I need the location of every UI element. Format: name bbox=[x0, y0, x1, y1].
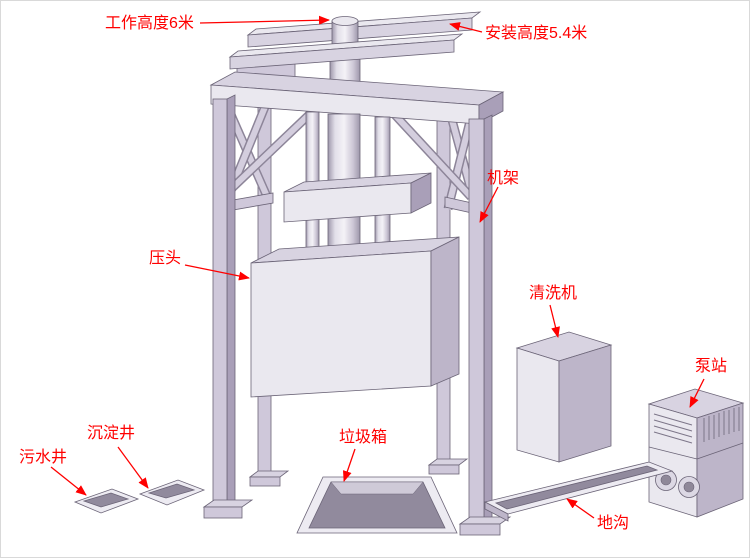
label-pump-station: 泵站 bbox=[695, 357, 727, 375]
front-left-leg bbox=[212, 98, 228, 512]
label-trench: 地沟 bbox=[597, 514, 629, 532]
sewage-pit bbox=[73, 488, 140, 514]
rear-right-foot-top bbox=[427, 458, 469, 466]
arrow-sewage-well bbox=[50, 466, 87, 496]
rear-right-foot bbox=[428, 464, 460, 475]
annotations: 工作高度6米 安装高度5.4米 机架 压头 清洗机 泵站 沉淀井 污水井 垃圾箱… bbox=[19, 14, 727, 532]
front-right-leg bbox=[468, 118, 485, 527]
arrow-press-head bbox=[184, 264, 250, 281]
arrow-settling-well bbox=[117, 446, 149, 489]
sewage-pit-hole bbox=[82, 492, 130, 508]
arrow-garbage-bin bbox=[342, 448, 356, 482]
arrow-working-height bbox=[199, 15, 330, 25]
pump-port-right-inner bbox=[683, 481, 695, 493]
washer-box bbox=[515, 331, 613, 463]
pump-vent-grille-left bbox=[653, 413, 693, 444]
arrow-pump-station bbox=[689, 378, 705, 408]
top-beam-end bbox=[478, 91, 504, 125]
front-left-foot-top bbox=[202, 499, 254, 508]
settling-pit bbox=[138, 479, 206, 506]
label-garbage-bin: 垃圾箱 bbox=[339, 428, 387, 446]
arrow-trench bbox=[566, 498, 595, 519]
arrow-install-height bbox=[449, 22, 483, 33]
washer-side bbox=[558, 344, 612, 463]
label-sewage-well: 污水井 bbox=[19, 448, 67, 466]
pump-vent-grille-right bbox=[703, 407, 740, 442]
crosshead-side bbox=[410, 172, 432, 214]
front-left-leg-side bbox=[226, 94, 236, 512]
front-left-foot bbox=[203, 506, 243, 519]
garbage-pit bbox=[296, 476, 458, 534]
front-legs bbox=[202, 94, 512, 536]
label-settling-well: 沉淀井 bbox=[87, 424, 135, 442]
trench-end-face bbox=[484, 501, 509, 522]
label-washer: 清洗机 bbox=[529, 284, 577, 302]
settling-pit-hole bbox=[147, 483, 196, 499]
pump-port-left-inner bbox=[660, 474, 672, 486]
garbage-pit-far-wall bbox=[330, 481, 424, 495]
rear-left-foot bbox=[249, 476, 281, 487]
rear-left-foot-top bbox=[248, 470, 290, 478]
press-columns bbox=[283, 111, 432, 264]
label-install-height: 安装高度5.4米 bbox=[485, 24, 587, 42]
press-head-side bbox=[430, 236, 460, 387]
floor-trench bbox=[483, 461, 674, 522]
arrow-washer bbox=[549, 304, 560, 338]
washer-front bbox=[516, 347, 560, 463]
pump-station-box bbox=[647, 388, 745, 518]
top-assembly bbox=[209, 11, 505, 125]
press-head-front bbox=[250, 250, 432, 398]
arrow-frame bbox=[479, 186, 499, 223]
top-cylinder-cap bbox=[331, 16, 359, 26]
front-rail bbox=[229, 39, 455, 70]
label-frame: 机架 bbox=[487, 169, 519, 187]
press-head-box bbox=[250, 236, 460, 398]
trench-channel bbox=[494, 465, 659, 510]
front-right-foot bbox=[459, 523, 501, 536]
label-press-head: 压头 bbox=[149, 249, 181, 267]
label-working-height: 工作高度6米 bbox=[105, 14, 194, 32]
